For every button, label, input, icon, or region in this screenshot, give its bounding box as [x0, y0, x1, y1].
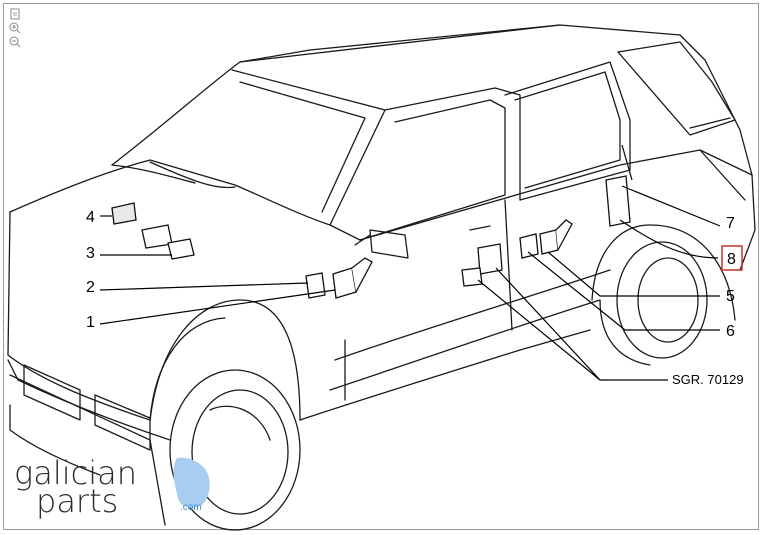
leader-lines: [99, 185, 721, 381]
callout-7: 7: [726, 215, 735, 232]
fit-page-icon[interactable]: [8, 8, 22, 20]
callout-3: 3: [86, 245, 95, 262]
logo-accent-shape: [173, 457, 210, 508]
logo-line-1: galician: [14, 454, 137, 492]
galicianparts-logo: galician parts .com: [14, 454, 210, 520]
callout-5: 5: [726, 288, 735, 305]
viewer-toolbar: [8, 8, 24, 50]
callout-labels: 4 3 2 1 7 8 5 6 SGR. 70129: [86, 209, 744, 387]
callout-8: 8: [727, 251, 736, 268]
callout-4: 4: [86, 209, 95, 226]
logo-line-2: parts: [36, 482, 118, 520]
callout-8-highlight: [721, 245, 743, 271]
zoom-in-icon[interactable]: [8, 22, 22, 34]
zoom-out-icon[interactable]: [8, 36, 22, 48]
reference-code: SGR. 70129: [672, 372, 744, 387]
car-outline: [7, 24, 756, 531]
callout-1: 1: [86, 314, 95, 331]
logo-domain: .com: [180, 502, 202, 513]
diagram-frame: [3, 3, 759, 530]
callout-2: 2: [86, 279, 95, 296]
component-parts: [111, 144, 633, 299]
callout-6: 6: [726, 323, 735, 340]
